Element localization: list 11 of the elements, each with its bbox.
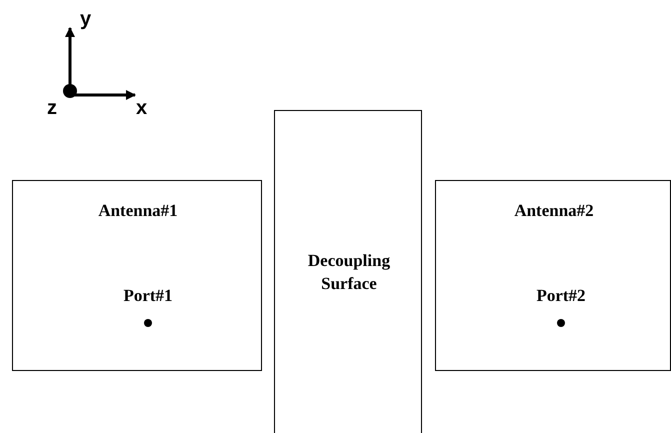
antenna-title: Antenna#2 xyxy=(513,201,595,221)
axis-label: z xyxy=(47,97,57,120)
antenna-box xyxy=(12,180,262,371)
port-label: Port#2 xyxy=(535,286,587,306)
port-label: Port#1 xyxy=(122,286,174,306)
axis-label: x xyxy=(136,97,148,120)
decoupling-surface-box xyxy=(274,110,422,433)
surface-label: Decoupling Surface xyxy=(306,250,392,295)
antenna-box xyxy=(435,180,671,371)
antenna-title: Antenna#1 xyxy=(97,201,179,221)
axis-label: y xyxy=(80,8,92,31)
